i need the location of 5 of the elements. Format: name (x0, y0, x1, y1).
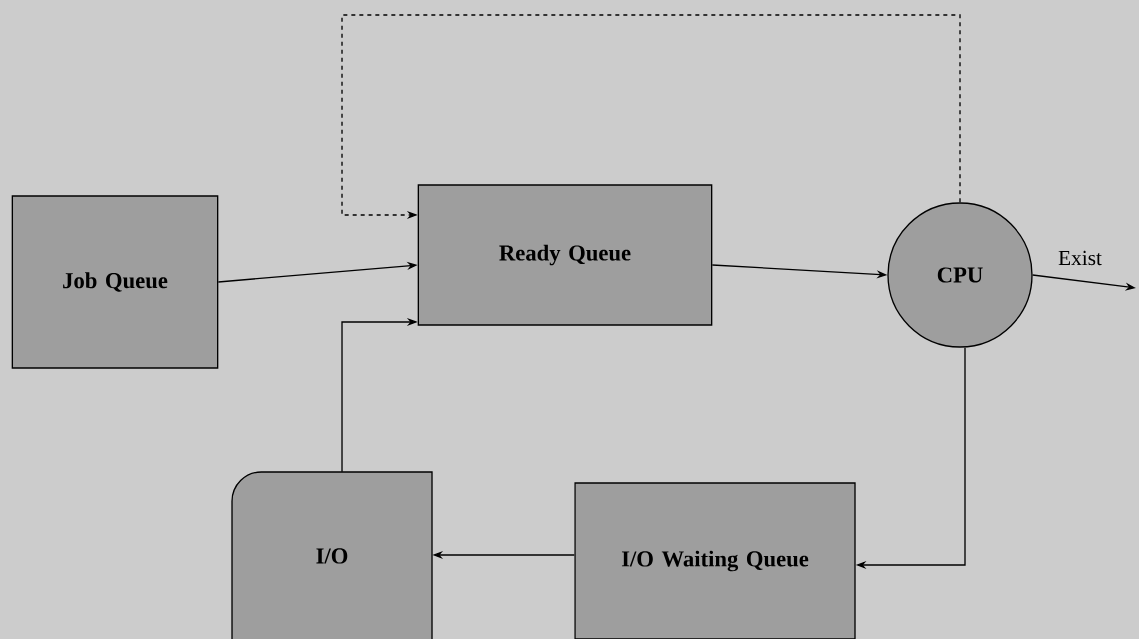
queue-box: I/O Waiting Queue (574, 482, 856, 639)
device-box: I/O (231, 471, 433, 639)
queue-box: Job Queue (11, 195, 219, 369)
edge-label: Exist (1056, 249, 1104, 267)
queue-box: Ready Queue (417, 184, 713, 326)
